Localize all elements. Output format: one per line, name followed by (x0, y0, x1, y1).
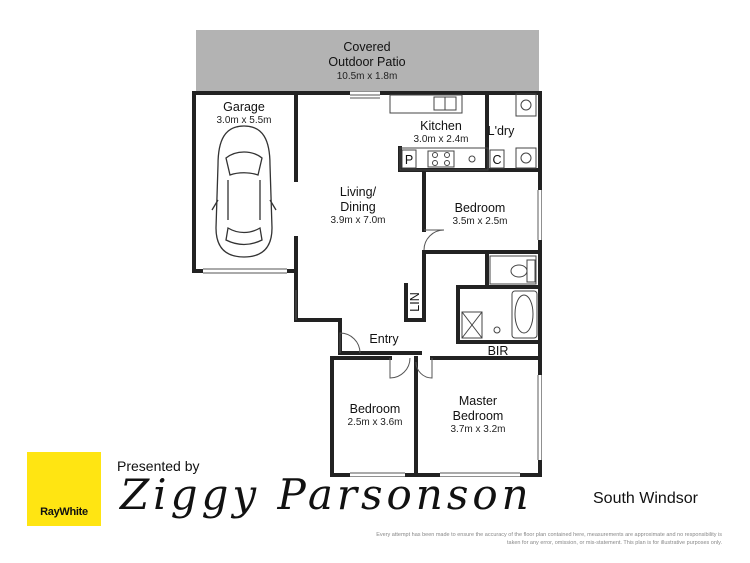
living-label-2: Dining (340, 200, 375, 214)
bedroom-left-label: Bedroom (350, 402, 401, 416)
bedroom-right-label: Bedroom (455, 201, 506, 215)
laundry-label: L'dry (488, 124, 515, 138)
bedroom-right-dims: 3.5m x 2.5m (452, 216, 507, 227)
kitchen-label: Kitchen (420, 119, 462, 133)
entry-label: Entry (369, 332, 399, 346)
patio-area (196, 30, 539, 92)
bir-label: BIR (488, 344, 509, 358)
cupboard-label: C (492, 153, 501, 167)
garage-dims: 3.0m x 5.5m (216, 115, 271, 126)
raywhite-logo: RayWhite (27, 452, 101, 526)
bathtub-icon (511, 290, 538, 339)
agent-signature: Ziggy Parsonson (120, 470, 533, 519)
patio-label-1: Covered (343, 40, 390, 54)
logo-text: RayWhite (40, 506, 88, 518)
living-dims: 3.9m x 7.0m (330, 215, 385, 226)
windows (203, 91, 542, 477)
kitchen-bench-top (389, 94, 463, 114)
patio-label-2: Outdoor Patio (328, 55, 405, 69)
cooktop-icon (427, 150, 476, 168)
pantry-label: P (405, 153, 413, 167)
presented-by: Presented by (117, 458, 200, 474)
car-icon (211, 125, 277, 258)
kitchen-dims: 3.0m x 2.4m (413, 134, 468, 145)
living-label-1: Living/ (340, 185, 377, 199)
bathroom-upper (489, 255, 537, 285)
master-label-1: Master (459, 394, 497, 408)
linen-label: LIN (408, 292, 422, 311)
disclaimer-text: Every attempt has been made to ensure th… (376, 532, 722, 546)
toilet-icon (510, 259, 536, 283)
garage-label: Garage (223, 100, 265, 114)
suburb-label: South Windsor (593, 490, 698, 507)
floor-plan: Covered Outdoor Patio 10.5m x 1.8m (192, 30, 542, 477)
sink-icon (433, 96, 457, 111)
washer-icon (515, 93, 537, 169)
kitchen-bench-bottom (399, 147, 489, 171)
master-label-2: Bedroom (453, 409, 504, 423)
master-dims: 3.7m x 3.2m (450, 424, 505, 435)
bedroom-left-dims: 2.5m x 3.6m (347, 417, 402, 428)
basin-icon (461, 311, 501, 339)
door-swings (295, 229, 445, 379)
patio-dims: 10.5m x 1.8m (337, 71, 398, 82)
